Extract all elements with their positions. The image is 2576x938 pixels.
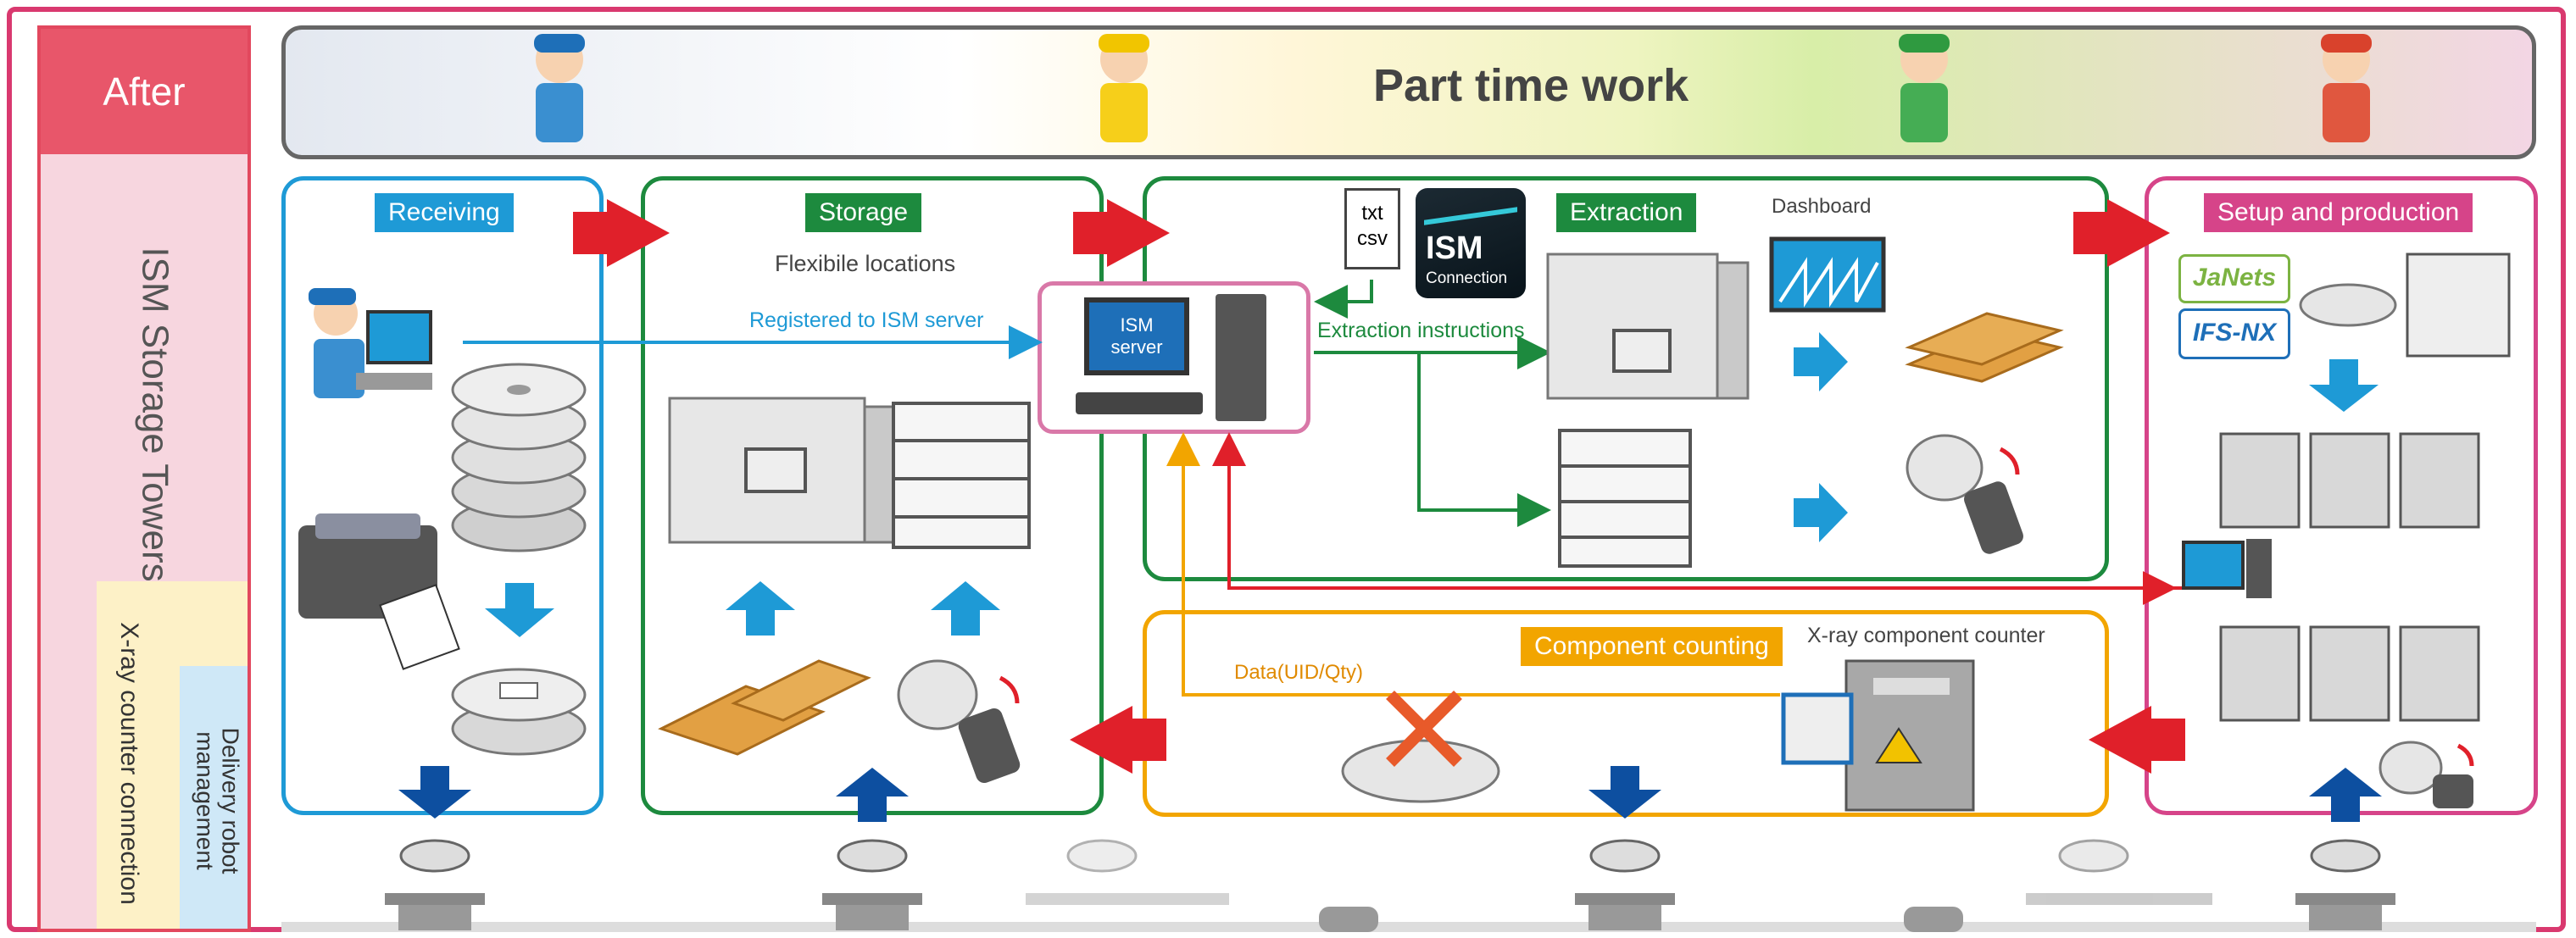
ism-server-box: ISM server — [1038, 281, 1310, 434]
extraction-flow-line-2 — [1417, 352, 1551, 527]
dashboard-label: Dashboard — [1772, 195, 1872, 218]
data-flow-line — [1166, 432, 1780, 697]
blue-down-arrow-icon — [2309, 359, 2378, 412]
banner-title: Part time work — [1373, 60, 1689, 111]
reel-counting-icon — [1341, 691, 1500, 803]
blue-up-arrow-icon — [726, 581, 795, 636]
handheld-scanner-icon — [897, 659, 1021, 784]
keyboard-icon — [1076, 392, 1203, 414]
sidebar: After ISM Storage Towers X-ray counter c… — [37, 25, 251, 932]
part-time-banner — [281, 25, 2536, 159]
dashboard-monitor-icon — [1769, 236, 1886, 313]
reel-icon — [2299, 283, 2397, 327]
worker-green-icon — [1899, 34, 1950, 142]
receiving-panel — [281, 176, 604, 815]
tray-stack-icon — [658, 659, 871, 756]
small-robot-icon — [1904, 907, 1963, 932]
delivery-robot-icon — [1575, 839, 1675, 930]
file-icon: txt csv — [1344, 188, 1400, 269]
janets-logo: JaNets — [2178, 254, 2290, 303]
handheld-scanner-icon — [2378, 741, 2474, 808]
setup-label: Setup and production — [2204, 193, 2473, 232]
pc-tower-icon — [1216, 294, 1266, 421]
xray-counter-icon — [1781, 659, 1975, 812]
delivery-robot-icon — [1026, 839, 1229, 905]
counting-label: Component counting — [1521, 627, 1783, 666]
delivery-robot-box: Delivery robot management — [180, 666, 248, 929]
label-printer-icon — [298, 513, 460, 670]
extraction-label: Extraction — [1556, 193, 1697, 232]
worker-yellow-icon — [1099, 34, 1149, 142]
extraction-tower-icon — [1546, 253, 1750, 400]
red-arrow-left-icon — [1070, 706, 1166, 774]
ism-server-monitor: ISM server — [1084, 297, 1189, 375]
data-uid-qty-label: Data(UID/Qty) — [1234, 661, 1364, 684]
feeder-cart-icon — [2406, 253, 2511, 358]
dark-blue-down-arrow-icon — [398, 766, 471, 819]
extraction-instructions-label: Extraction instructions — [1317, 319, 1525, 342]
delivery-robot-icon — [822, 839, 922, 930]
worker-red-icon — [2321, 34, 2372, 142]
server-flow-line — [1212, 432, 2184, 590]
ism-connection-logo: ISM Connection — [1416, 188, 1526, 298]
after-label: After — [41, 29, 248, 154]
mounter-line-icon — [2219, 625, 2480, 722]
small-robot-icon — [1319, 907, 1378, 932]
blue-right-arrow-icon — [1794, 332, 1848, 391]
receiving-label: Receiving — [375, 193, 514, 232]
dark-blue-down-arrow-icon — [1588, 766, 1661, 819]
mounter-line-icon — [2219, 432, 2480, 529]
red-arrow-left-icon — [2089, 706, 2185, 774]
reel-stack-icon — [451, 668, 587, 756]
xray-counter-title: X-ray component counter — [1807, 624, 2045, 647]
registered-label: Registered to ISM server — [749, 308, 984, 332]
dark-blue-up-arrow-icon — [836, 768, 909, 822]
delivery-robot-icon — [385, 839, 485, 930]
delivery-robot-icon — [2026, 839, 2212, 905]
blue-down-arrow-icon — [485, 583, 554, 637]
ifs-nx-logo: IFS-NX — [2178, 308, 2290, 359]
red-arrow-icon — [2073, 199, 2170, 267]
tray-stack-icon — [1905, 312, 2064, 383]
red-arrow-icon — [1073, 199, 1170, 267]
storage-subtitle: Flexibile locations — [775, 251, 956, 276]
storage-tower-icon — [668, 397, 900, 544]
operator-pc-icon — [309, 288, 432, 398]
blue-up-arrow-icon — [931, 581, 1000, 636]
reel-stack-icon — [451, 363, 587, 552]
dark-blue-up-arrow-icon — [2309, 768, 2382, 822]
file-flow-line — [1314, 280, 1373, 319]
rack-shelf-icon — [892, 402, 1031, 549]
extraction-rack-icon — [1558, 429, 1692, 568]
storage-label: Storage — [805, 193, 922, 232]
setup-pc-icon — [2182, 539, 2272, 598]
handheld-scanner-icon — [1906, 434, 2023, 554]
blue-right-arrow-icon — [1794, 483, 1848, 542]
red-arrow-icon — [573, 199, 670, 267]
worker-blue-icon — [534, 34, 585, 142]
delivery-robot-icon — [2295, 839, 2395, 930]
